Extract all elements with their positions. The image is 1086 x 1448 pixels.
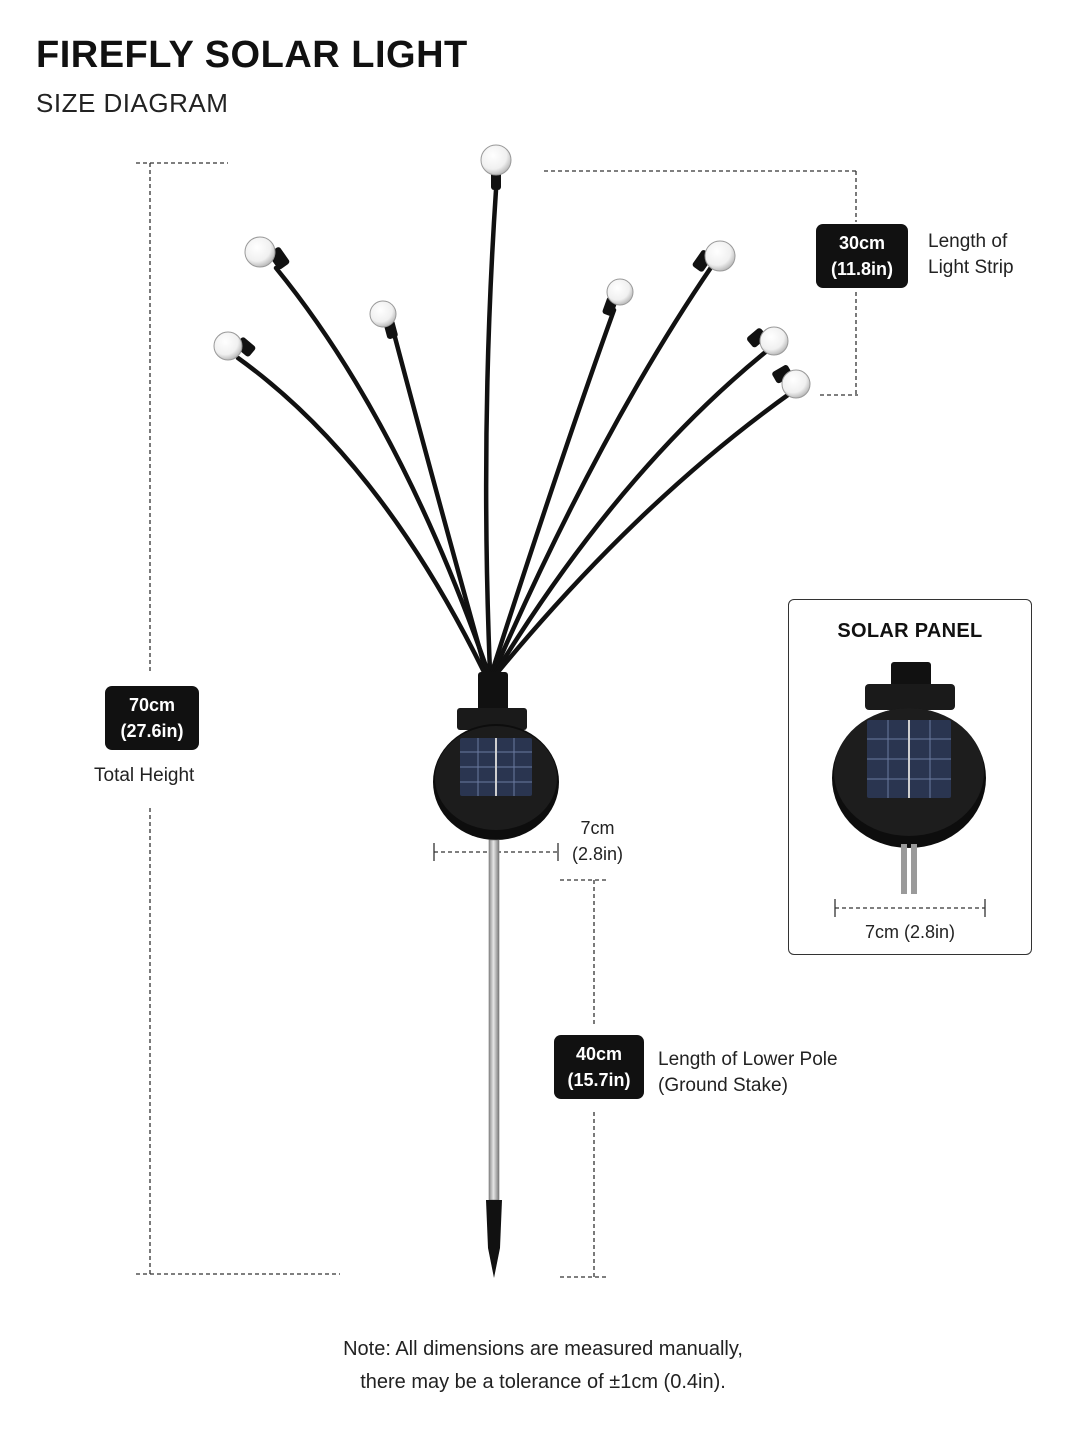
total-height-dimension	[136, 162, 340, 1275]
lower-pole-metric: 40cm	[575, 1044, 623, 1064]
lower-pole-label-line1: Length of Lower Pole	[658, 1049, 838, 1070]
lower-pole-label-line2: (Ground Stake)	[658, 1075, 788, 1096]
light-strip-label-line1: Length of	[928, 231, 1008, 252]
light-strip-imperial: (11.8in)	[830, 259, 894, 279]
solar-panel-closeup	[832, 662, 986, 917]
page-subtitle: SIZE DIAGRAM	[36, 88, 229, 118]
ground-stake	[486, 839, 502, 1278]
solar-panel-title: SOLAR PANEL	[837, 620, 983, 642]
total-height-badge: 70cm (27.6in)	[105, 686, 199, 750]
head-width-metric: 7cm	[580, 818, 615, 838]
total-height-metric: 70cm	[128, 695, 176, 715]
total-height-imperial: (27.6in)	[120, 721, 184, 741]
head-width-label: 7cm (2.8in)	[572, 815, 623, 867]
solar-panel-inset: SOLAR PANEL 7cm (2.8in)	[788, 599, 1032, 955]
solar-panel-width-label: 7cm (2.8in)	[864, 922, 956, 942]
lower-pole-imperial: (15.7in)	[567, 1070, 631, 1090]
head-width-dimension	[433, 843, 559, 861]
note-line1: Note: All dimensions are measured manual…	[343, 1338, 743, 1360]
light-strip-badge: 30cm (11.8in)	[816, 224, 908, 288]
tolerance-note: Note: All dimensions are measured manual…	[0, 1333, 1086, 1399]
head-width-imperial: (2.8in)	[572, 844, 624, 864]
total-height-label: Total Height	[94, 765, 195, 786]
light-bulbs	[213, 144, 811, 399]
light-strip-metric: 30cm	[838, 233, 886, 253]
lower-pole-badge: 40cm (15.7in)	[554, 1035, 644, 1099]
note-line2: there may be a tolerance of ±1cm (0.4in)…	[360, 1371, 726, 1393]
light-stems	[235, 187, 795, 675]
lower-pole-label: Length of Lower Pole (Ground Stake)	[658, 1047, 838, 1099]
light-strip-label: Length of Light Strip	[928, 229, 1014, 281]
page-title: FIREFLY SOLAR LIGHT	[36, 34, 468, 76]
solar-head	[433, 672, 559, 840]
light-strip-dimension	[544, 170, 858, 396]
lower-pole-dimension	[560, 879, 608, 1278]
light-strip-label-line2: Light Strip	[928, 257, 1014, 278]
